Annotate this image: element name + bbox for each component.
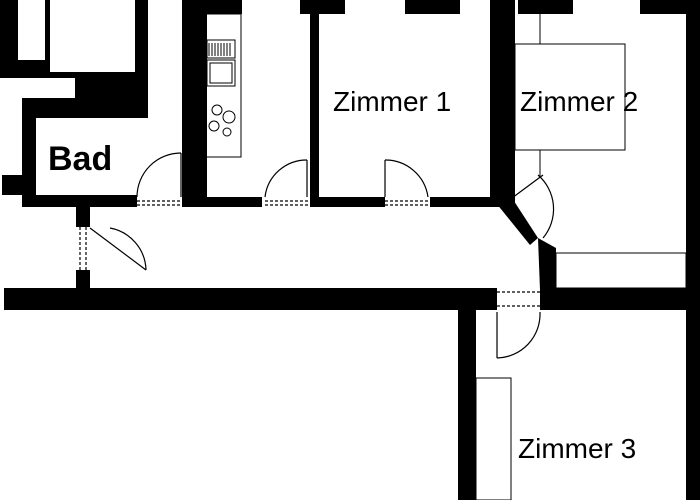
room-label-zimmer-2: Zimmer 2 [520, 86, 638, 117]
thin-lines [205, 13, 687, 500]
room-labels: Bad Zimmer 1 Zimmer 2 Zimmer 3 [48, 86, 638, 464]
door-arc-icon [496, 291, 541, 359]
stove-icon [208, 104, 236, 137]
room-label-bad: Bad [48, 140, 112, 178]
kitchen-appliances [206, 39, 236, 137]
door-arc-icon [79, 227, 147, 271]
door-arc-icon [136, 152, 182, 206]
room-label-zimmer-3: Zimmer 3 [518, 433, 636, 464]
room-label-zimmer-1: Zimmer 1 [333, 86, 451, 117]
door-arc-icon [384, 159, 430, 206]
sink-icon [206, 39, 236, 87]
doors [79, 152, 555, 359]
door-arc-icon [264, 159, 310, 206]
door-arc-icon [504, 174, 555, 241]
